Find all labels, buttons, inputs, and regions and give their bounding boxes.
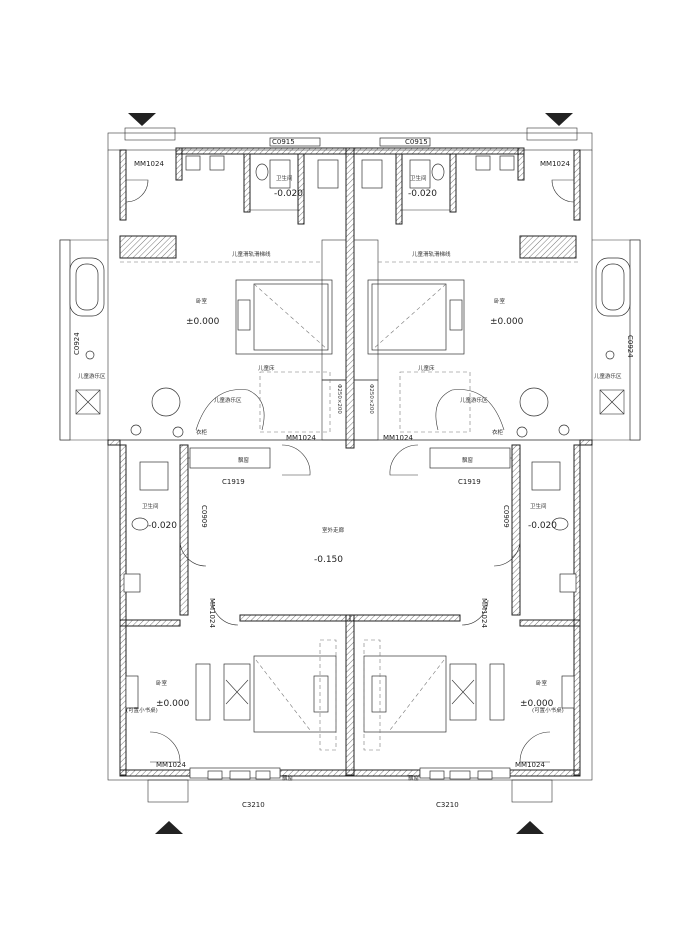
kid-bed-note-left: (可置小书桌) [126,706,158,714]
room-corridor: 室外走廊 [322,526,345,534]
label-c0909-left: C0909 [200,505,208,528]
top-bathrooms [185,155,515,211]
kids-track-right: 儿童滑轨滑梯线 [412,250,451,258]
label-c3210-right: C3210 [436,801,459,809]
label-c0915-right: C0915 [405,138,428,146]
kids-area-right: 儿童游乐区 [594,372,622,380]
kids-track-left: 儿童滑轨滑梯线 [232,250,271,258]
label-mm1024-mid-left: MM1024 [286,434,316,442]
level-top-bath-right: -0.020 [408,189,437,199]
level-mid-bath-right: -0.020 [528,521,557,531]
label-c0924-left: C0924 [73,332,81,355]
window-seat-bottom-right: 飘窗 [408,774,420,782]
north-marker-bottom-left [155,821,183,834]
room-top-bath-right: 卫生间 [410,174,427,182]
middle-bathrooms [123,461,577,626]
bed-small-right: 儿童床 [418,364,435,372]
window-seat-mid-right: 飘窗 [462,456,474,464]
bed-small-left: 儿童床 [258,364,275,372]
north-marker-bottom-right [516,821,544,834]
room-mid-bath-left: 卫生间 [142,502,159,510]
kid-bed-note-right: (可置小书桌) [532,706,564,714]
label-stair-code-left: Φ250×200 [336,384,342,414]
level-mid-bath-left: -0.020 [148,521,177,531]
north-marker-top-left [128,113,156,126]
top-bedroom-furniture [69,179,631,476]
level-top-bath-left: -0.020 [274,189,303,199]
window-seat-mid-left: 飘窗 [238,456,250,464]
level-corridor: -0.150 [314,555,343,565]
room-top-bedroom-right: 卧室 [494,297,506,305]
kids-area-mid-left: 儿童游乐区 [214,396,242,404]
label-c0924-right: C0924 [626,335,634,358]
kids-area-mid-right: 儿童游乐区 [460,396,488,404]
bottom-bedroom-furniture [125,639,575,780]
label-mm1024-mid-right: MM1024 [383,434,413,442]
labels: C0915 C0915 MM1024 MM1024 MM1024 MM1024 … [73,138,634,809]
room-top-bath-left: 卫生间 [276,174,293,182]
room-mid-bath-right: 卫生间 [530,502,547,510]
room-bottom-bedroom-right: 卧室 [536,679,548,687]
level-top-bedroom-left: ±0.000 [186,317,220,327]
label-stair-code-right: Φ250×200 [368,384,374,414]
label-c1919-right: C1919 [458,478,481,486]
window-seat-bottom-left: 飘窗 [282,774,294,782]
label-mm1024-top-left: MM1024 [134,160,164,168]
label-mm1024-bottom-left: MM1024 [156,761,186,769]
label-mm1024-bottom-right: MM1024 [515,761,545,769]
label-mm1024-top-right: MM1024 [540,160,570,168]
level-bottom-bedroom-right: ±0.000 [520,699,554,709]
room-bottom-bedroom-left: 卧室 [156,679,168,687]
north-marker-top-right [545,113,573,126]
label-c1919-left: C1919 [222,478,245,486]
label-c3210-left: C3210 [242,801,265,809]
closet-right: 衣柜 [492,428,504,436]
kids-area-left: 儿童游乐区 [78,372,106,380]
label-c0909-right: C0909 [502,505,510,528]
closet-left: 衣柜 [196,428,208,436]
label-mm1024-vert-right: MM1024 [480,598,488,628]
label-c0915-left: C0915 [272,138,295,146]
level-top-bedroom-right: ±0.000 [490,317,524,327]
label-mm1024-vert-left: MM1024 [208,598,216,628]
level-bottom-bedroom-left: ±0.000 [156,699,190,709]
room-top-bedroom-left: 卧室 [196,297,208,305]
